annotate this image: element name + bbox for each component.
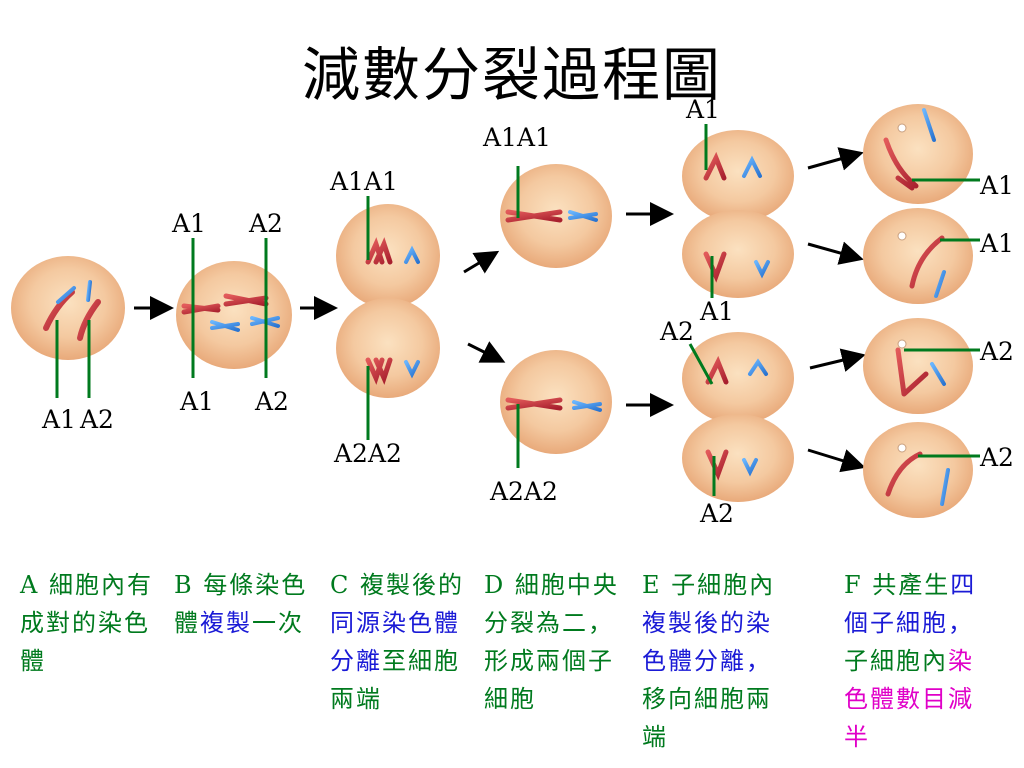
cell-e-top bbox=[682, 130, 794, 298]
caption-f: F 共產生四個子細胞， 子細胞內染色體數目減半 bbox=[844, 566, 994, 756]
caption-b-part2: 複製 bbox=[200, 609, 252, 637]
caption-c-part2: 同源染色體分離 bbox=[330, 609, 460, 675]
label-d-bot: A2A2 bbox=[489, 477, 558, 506]
label-e2-bot: A2 bbox=[699, 499, 734, 528]
caption-a: A 細胞內有成對的染色體 bbox=[20, 566, 170, 680]
caption-f-part2: 四個子細胞， bbox=[844, 571, 977, 637]
caption-f-part3: 子細胞內 bbox=[844, 647, 948, 675]
caption-e-part2: 複製後的染色體分離， bbox=[642, 609, 772, 675]
caption-b: B 每條染色體複製一次 bbox=[174, 566, 324, 642]
cell-d-bottom bbox=[500, 350, 612, 454]
label-a-a1: A1 bbox=[41, 405, 76, 434]
label-f2: A1 bbox=[979, 229, 1014, 258]
label-a-a2: A2 bbox=[79, 405, 114, 434]
label-e1-bot: A1 bbox=[699, 297, 734, 326]
label-b-bot-a1: A1 bbox=[179, 387, 214, 416]
caption-c: C 複製後的同源染色體分離至細胞兩端 bbox=[330, 566, 480, 718]
label-b-bot-a2: A2 bbox=[254, 387, 289, 416]
caption-c-part1: C 複製後的 bbox=[330, 571, 464, 599]
caption-b-part3: 一次 bbox=[252, 609, 304, 637]
label-d-top: A1A1 bbox=[482, 123, 551, 152]
label-b-top-a1: A1 bbox=[171, 209, 206, 238]
caption-b-part1: B 每條染色體 bbox=[174, 571, 308, 637]
caption-d-text: D 細胞中央分裂為二，形成兩個子細胞 bbox=[484, 571, 619, 713]
caption-f-part4: 染色體數目減半 bbox=[844, 647, 974, 751]
cell-d-top bbox=[500, 164, 612, 268]
cell-f1 bbox=[863, 104, 973, 204]
caption-e-part1: E 子細胞內 bbox=[642, 571, 776, 599]
page-title: 減數分裂過程圖 bbox=[301, 41, 722, 109]
cell-c bbox=[336, 204, 440, 398]
caption-a-text: A 細胞內有成對的染色體 bbox=[20, 571, 153, 675]
caption-d: D 細胞中央分裂為二，形成兩個子細胞 bbox=[484, 566, 634, 718]
label-e1-top: A1 bbox=[685, 95, 720, 124]
caption-e-part3: 移向細胞兩端 bbox=[642, 685, 772, 751]
label-f1: A1 bbox=[979, 171, 1014, 200]
caption-f-part1: F 共產生 bbox=[844, 571, 951, 599]
label-f4: A2 bbox=[979, 443, 1014, 472]
label-f3: A2 bbox=[979, 337, 1014, 366]
label-c-top: A1A1 bbox=[329, 167, 398, 196]
cell-f2 bbox=[863, 208, 973, 304]
caption-c-part3: 至細胞兩端 bbox=[330, 647, 460, 713]
caption-e: E 子細胞內複製後的染色體分離， 移向細胞兩端 bbox=[642, 566, 792, 756]
cell-f3 bbox=[863, 318, 973, 414]
label-b-top-a2: A2 bbox=[248, 209, 283, 238]
label-e2-top: A2 bbox=[659, 317, 694, 346]
label-c-bot: A2A2 bbox=[333, 439, 402, 468]
cell-a bbox=[11, 256, 125, 360]
cell-f4 bbox=[863, 422, 973, 518]
cell-b bbox=[176, 261, 292, 369]
cell-e-bottom bbox=[682, 332, 794, 502]
